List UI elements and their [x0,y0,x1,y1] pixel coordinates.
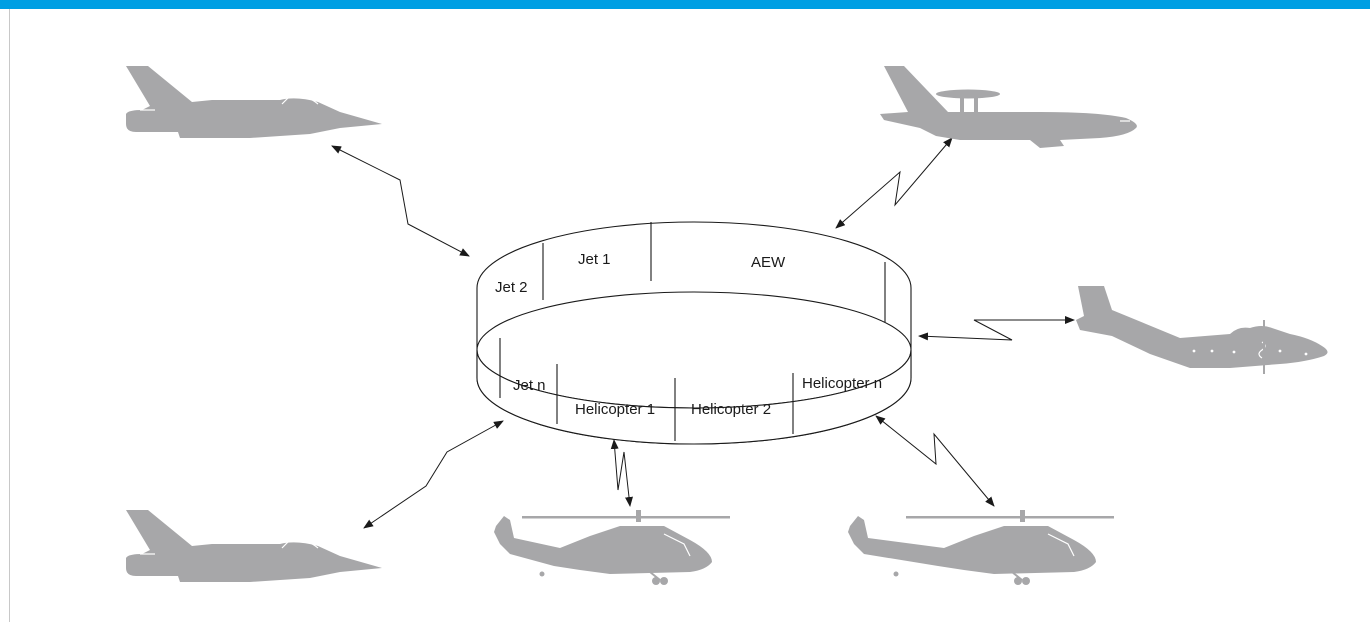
tdma-ring: Jet 1 AEW Jet 2 Jet n Helicopter 1 Helic… [476,221,912,445]
transport-aircraft-icon [1076,286,1328,374]
left-border-rule [9,9,10,622]
slot-label-helin: Helicopter n [802,375,882,392]
data-links [331,137,1075,529]
slot-label-heli1: Helicopter 1 [575,401,655,418]
slot-label-aew: AEW [751,254,786,271]
slot-label-jet1: Jet 1 [578,251,611,268]
link-jet-top-left [331,145,470,257]
link-aew [835,137,953,229]
link-jet-bottom-left [363,420,504,529]
helicopter-icon [494,510,730,585]
link-heli-center [610,439,633,507]
ring-front-band [476,349,912,445]
fighter-jet-icon [126,66,382,138]
top-accent-bar [0,0,1370,9]
slot-label-jet2: Jet 2 [495,279,528,296]
fighter-jet-icon [126,510,382,582]
aew-aircraft-icon [880,66,1137,148]
link-heli-right [875,415,995,507]
helicopter-icon [848,510,1114,585]
slot-label-heli2: Helicopter 2 [691,401,771,418]
link-transport [918,316,1075,341]
slot-label-jetn: Jet n [513,377,546,394]
